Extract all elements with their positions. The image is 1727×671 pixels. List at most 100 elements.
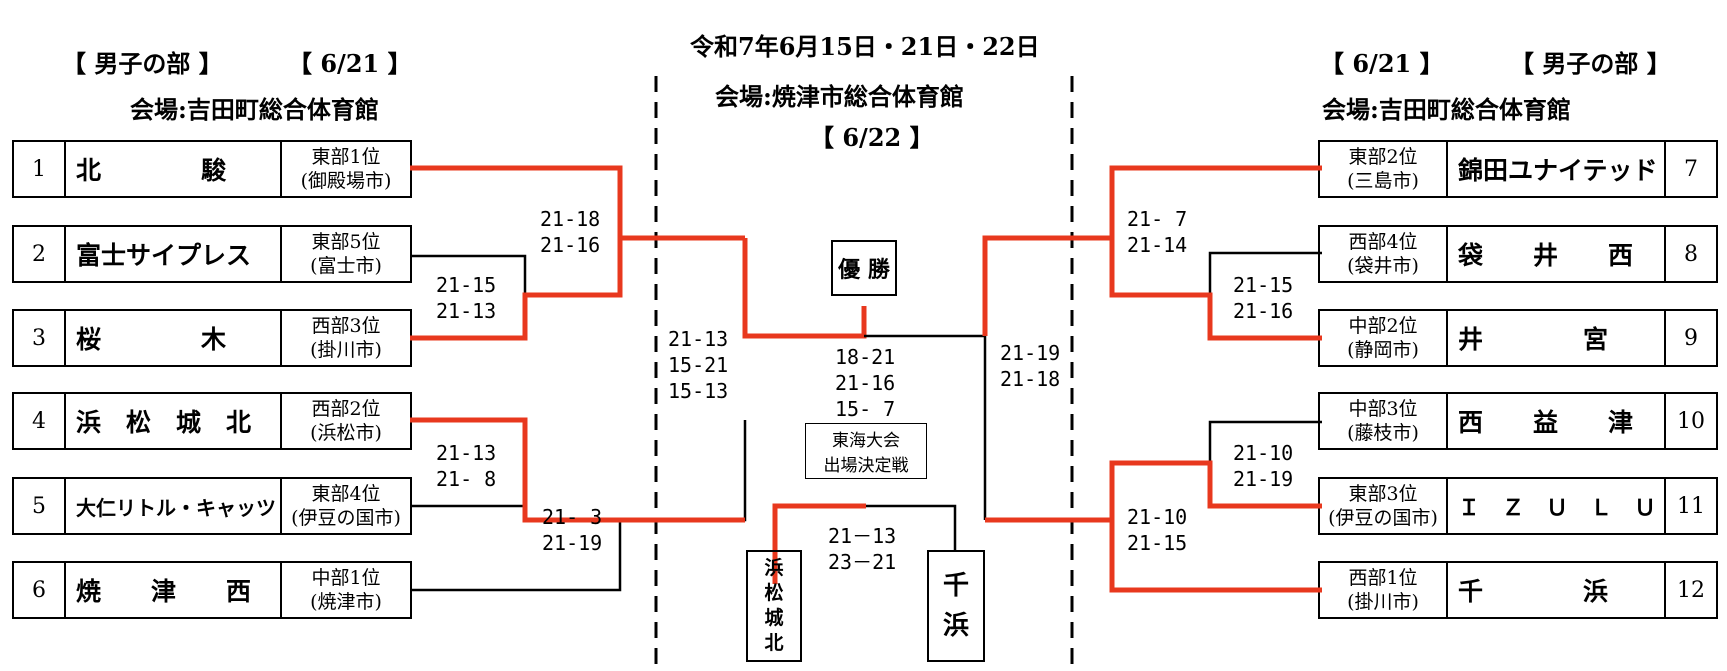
champion-label: 優 勝 [838,257,890,283]
team-seed: 6 [14,563,66,617]
team-seed: 8 [1684,241,1698,267]
score-right-10v11: 21-10 21-19 [1233,441,1294,491]
team-qualification: 東部5位(富士市) [282,227,410,281]
score-third-place: 21－13 23－21 [828,524,897,574]
center-venue-label: 会場:焼津市総合体育館 [715,82,964,111]
team-qual-city: (掛川市) [1347,591,1419,613]
team-qual-rank: 東部2位 [1348,146,1418,168]
right-line-8 [1208,251,1322,295]
team-qual-rank: 西部2位 [311,398,381,420]
team-qual-rank: 西部1位 [1348,567,1418,589]
left-division-label: 【 男子の部 】 [62,49,223,78]
team-name: 錦田ユナイテッド [1448,142,1666,196]
team-name: 北 駿 [66,142,282,196]
team-qual-city: (三島市) [1347,170,1419,192]
team-name: 井 宮 [1448,311,1666,365]
team-qual-rank: 中部2位 [1348,315,1418,337]
tokai-line-1: 東海大会 [832,431,900,451]
right-team-row-11: 東部3位(伊豆の国市)Ｉ Ｚ Ｕ Ｌ Ｕ 11 [1318,477,1718,535]
team-seed: 9 [1684,325,1698,351]
team-qualification: 西部1位(掛川市) [1320,563,1448,617]
team-seed: 1 [14,142,66,196]
team-qualification: 西部3位(掛川市) [282,311,410,365]
team-qualification: 東部1位(御殿場市) [282,142,410,196]
team-qualification: 中部2位(静岡市) [1320,311,1448,365]
score-right-semi: 21-19 21-18 [1000,341,1061,391]
third-place-left-name: 浜 松 城 北 [764,557,784,654]
left-date-label: 【 6/21 】 [288,49,412,78]
team-qual-city: (伊豆の国市) [1328,507,1438,529]
team-name: 西 益 津 [1448,394,1666,448]
team-seed: 10 [1677,408,1705,434]
team-seed: 7 [1684,156,1698,182]
team-qual-city: (静岡市) [1347,339,1419,361]
third-place-right-name: 千 浜 [942,571,969,641]
team-qual-rank: 東部1位 [311,146,381,168]
left-red-1 [410,165,745,241]
tokai-qualifier-box: 東海大会 出場決定戦 [805,423,927,479]
team-qualification: 東部4位(伊豆の国市) [282,479,410,533]
third-place-right-box: 千 浜 [927,550,985,662]
team-qual-rank: 西部4位 [1348,231,1418,253]
team-qual-city: (焼津市) [310,591,382,613]
team-name: 浜 松 城 北 [66,394,282,448]
right-red-11 [1109,460,1322,593]
left-line-2 [410,254,527,295]
score-left-45v6: 21- 3 21-19 [542,505,603,555]
left-venue-label: 会場:吉田町総合体育館 [130,95,379,124]
team-name: 焼 津 西 [66,563,282,617]
team-seed: 2 [14,227,66,281]
left-red-4 [410,417,528,463]
team-qual-rank: 東部4位 [311,483,381,505]
team-seed: 12 [1677,577,1705,603]
team-qualification: 東部3位(伊豆の国市) [1320,479,1448,533]
right-date-label: 【 6/21 】 [1320,49,1444,78]
tokai-line-2: 出場決定戦 [823,456,909,476]
team-name: 袋 井 西 [1448,227,1666,281]
score-left-2v3: 21-15 21-13 [436,273,497,323]
right-red-9 [1109,238,1322,341]
team-qualification: 中部1位(焼津市) [282,563,410,617]
center-dates-label: 令和7年6月15日・21日・22日 [690,32,1040,61]
team-name: Ｉ Ｚ Ｕ Ｌ Ｕ [1448,479,1666,533]
team-seed: 4 [14,394,66,448]
left-red-45 [522,463,745,523]
team-qual-rank: 西部3位 [311,315,381,337]
team-name: 富士サイプレス [66,227,282,281]
score-right-8v9: 21-15 21-16 [1233,273,1294,323]
left-red-3 [410,238,623,341]
left-red-semi [742,238,867,339]
team-qualification: 東部2位(三島市) [1320,142,1448,196]
team-qual-city: (袋井市) [1347,255,1419,277]
left-red-third [772,503,866,584]
score-left-semi: 21-13 15-21 15-13 [668,327,729,403]
team-qual-city: (藤枝市) [1347,422,1419,444]
team-seed: 5 [14,479,66,533]
score-right-7v89: 21- 7 21-14 [1127,207,1188,257]
right-venue-label: 会場:吉田町総合体育館 [1322,95,1571,124]
score-final: 18-21 21-16 15- 7 [835,345,896,421]
team-name: 桜 木 [66,311,282,365]
team-qual-rank: 東部5位 [311,231,381,253]
third-line-right [866,504,957,550]
team-qual-rank: 中部3位 [1348,398,1418,420]
team-qualification: 西部4位(袋井市) [1320,227,1448,281]
team-seed: 11 [1677,493,1705,519]
team-qualification: 西部2位(浜松市) [282,394,410,448]
team-qual-city: (富士市) [310,255,382,277]
left-line-6 [410,520,622,592]
champion-box: 優 勝 [831,240,897,296]
team-name: 千 浜 [1448,563,1666,617]
team-name: 大仁リトル・キャッツ [66,479,282,533]
team-qual-rank: 中部1位 [311,567,381,589]
